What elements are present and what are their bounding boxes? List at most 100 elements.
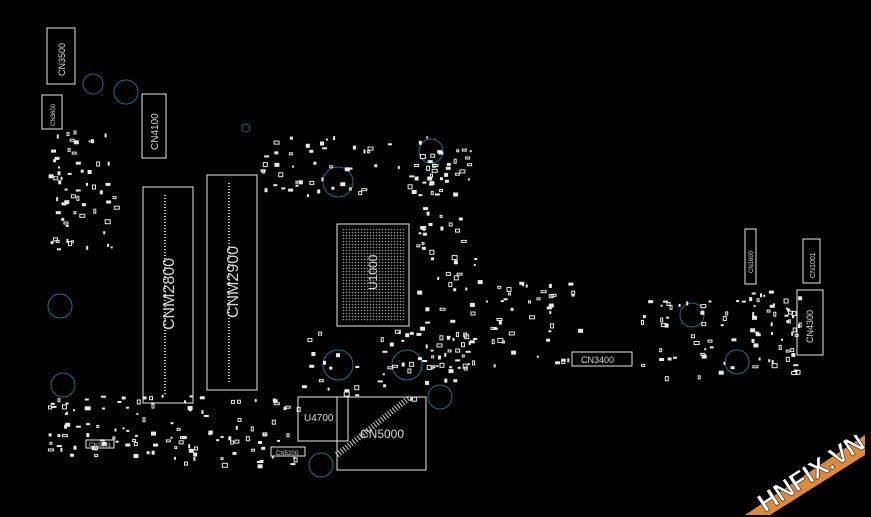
smd-pad	[284, 405, 291, 409]
connector-cn5200[interactable]: CN5200	[270, 446, 306, 457]
smd-pad	[423, 207, 429, 211]
smd-pad	[548, 330, 552, 333]
smd-pad	[313, 161, 317, 165]
smd-pad	[69, 138, 75, 142]
smd-pad	[305, 143, 310, 148]
smd-pad	[465, 350, 471, 353]
smd-pad	[434, 193, 440, 196]
smd-pad	[70, 453, 74, 457]
smd-pad	[784, 314, 789, 317]
smd-pad	[410, 397, 413, 401]
smd-pad	[422, 227, 425, 231]
smd-pad	[718, 370, 724, 375]
smd-pad	[256, 461, 261, 463]
smd-pad	[367, 146, 374, 151]
smd-pad	[407, 184, 413, 190]
smd-pad	[426, 165, 431, 171]
connector-cn3400[interactable]: CN3400	[571, 351, 633, 367]
smd-pad	[132, 438, 137, 442]
label-cn4100: CN4100	[150, 113, 161, 150]
smd-pad	[58, 166, 60, 169]
smd-pad	[61, 217, 65, 221]
cpu-u1000[interactable]: U1000	[336, 223, 410, 327]
smd-pad	[497, 285, 502, 289]
smd-pad	[723, 361, 726, 365]
smd-pad	[428, 223, 433, 226]
smd-pad	[456, 149, 460, 153]
label-cn5200: CN5200	[276, 451, 299, 457]
smd-pad	[420, 326, 425, 331]
smd-pad	[329, 366, 333, 370]
smd-pad	[469, 340, 475, 344]
smd-pad	[48, 405, 52, 410]
smd-pad	[771, 331, 773, 335]
smd-pad	[344, 167, 350, 172]
smd-pad	[251, 448, 256, 452]
smd-pad	[188, 448, 194, 453]
smd-pad	[755, 331, 760, 334]
smd-pad	[448, 282, 453, 288]
smd-pad	[261, 169, 265, 174]
smd-pad	[678, 303, 681, 307]
smd-pad	[506, 286, 512, 292]
smd-pad	[503, 298, 508, 301]
connector-cn3600[interactable]: CN3600	[41, 94, 63, 130]
smd-pad	[430, 173, 433, 178]
smd-pad	[61, 434, 68, 438]
smd-pad	[80, 169, 84, 173]
smd-pad	[419, 154, 426, 160]
smd-pad	[467, 363, 470, 366]
connector-cn1600[interactable]: CN1600	[744, 228, 757, 285]
smd-pad	[288, 188, 294, 192]
connector-cn3901[interactable]: CN3901	[85, 439, 115, 449]
smd-pad	[273, 184, 278, 187]
smd-pad	[264, 188, 268, 193]
smd-pad	[773, 311, 777, 317]
chip-u4700[interactable]: U4700	[297, 396, 349, 442]
connector-cn4300[interactable]: CN4300	[796, 289, 824, 356]
smd-pad	[170, 422, 174, 425]
label-cn3600: CN3600	[51, 103, 57, 126]
smd-components	[47, 130, 803, 469]
smd-pad	[188, 444, 191, 449]
smd-pad	[309, 149, 314, 153]
smd-pad	[193, 452, 198, 457]
smd-pad	[439, 214, 443, 218]
smd-pad	[230, 440, 235, 445]
mounting-holes	[47, 73, 750, 478]
smd-pad	[425, 321, 431, 324]
smd-pad	[427, 160, 433, 164]
smd-pad	[188, 408, 192, 412]
smd-pad	[387, 366, 394, 370]
smd-pad	[500, 300, 504, 303]
connector-cn5000[interactable]: CN5000	[335, 394, 427, 471]
connector-cn3500[interactable]: CN3500	[46, 27, 76, 85]
connector-cnm2800[interactable]: CNM2800	[142, 186, 194, 404]
smd-pad	[65, 422, 71, 427]
connector-cnm2900[interactable]: CNM2900	[206, 174, 258, 391]
smd-pad	[125, 443, 131, 447]
smd-pad	[425, 380, 429, 385]
smd-pad	[731, 338, 737, 342]
smd-pad	[438, 355, 441, 360]
smd-pad	[321, 177, 324, 182]
label-cn3500: CN3500	[57, 43, 67, 76]
smd-pad	[453, 158, 457, 164]
smd-pad	[701, 354, 707, 359]
smd-pad	[151, 402, 155, 405]
smd-pad	[550, 323, 554, 329]
smd-pad	[60, 176, 63, 180]
smd-pad	[536, 355, 539, 358]
connector-cn4100[interactable]: CN4100	[141, 93, 167, 159]
connector-cn1001[interactable]: CN1001	[802, 238, 821, 284]
hnfix-watermark: HNFIX.VN	[745, 435, 865, 515]
smd-pad	[64, 188, 68, 191]
smd-pad	[64, 200, 70, 205]
smd-pad	[708, 300, 712, 303]
smd-pad	[450, 319, 456, 323]
smd-pad	[104, 219, 111, 225]
smd-pad	[70, 240, 74, 244]
smd-pad	[261, 446, 266, 450]
smd-pad	[187, 406, 193, 410]
smd-pad	[468, 341, 471, 346]
